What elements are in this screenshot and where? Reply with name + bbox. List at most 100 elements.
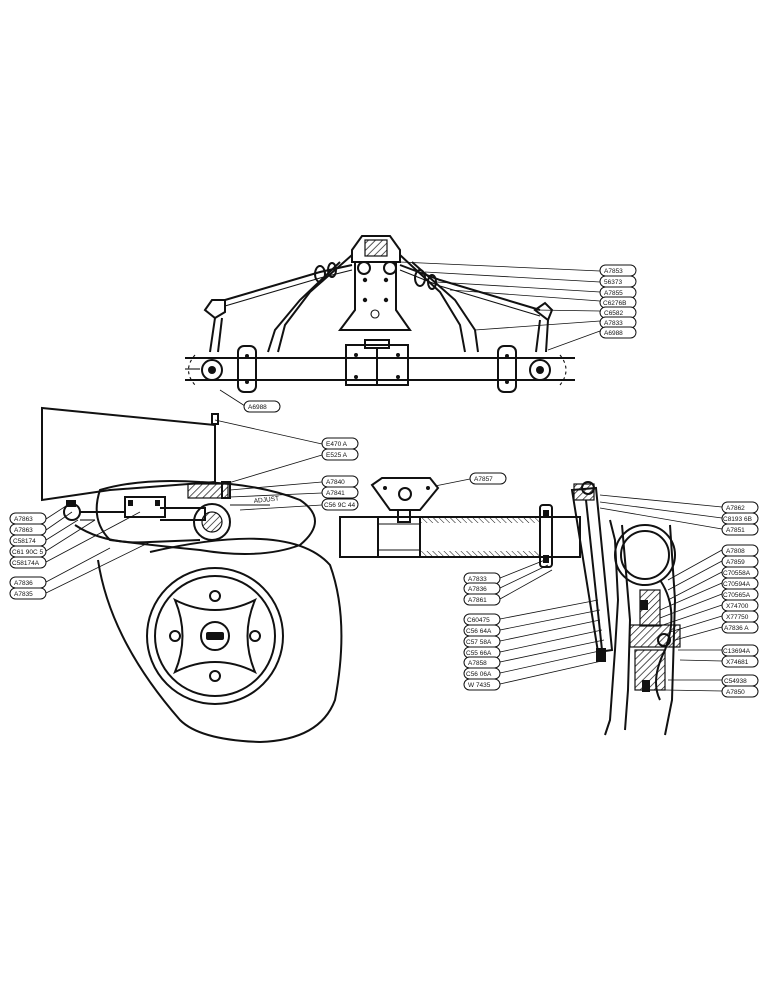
svg-text:A7858: A7858 [468,660,487,667]
callout-c13694a: C13694A [721,644,759,657]
svg-text:56373: 56373 [604,279,622,286]
right-view-leaders [499,494,723,692]
top-axle-assembly [185,235,575,393]
callout-a7858: A7858 [463,656,501,669]
callout-a7863-1: A7863 [9,512,47,525]
callout-a7863-2: A7863 [9,523,47,536]
callout-c6582: C6582 [599,306,637,319]
callout-a7836a: A7836 A [721,621,759,634]
callout-a7833: A7833 [599,316,637,329]
callout-c58174a: C58174A [9,556,47,569]
callout-c569c44: C56 9C 44 [321,498,359,511]
callout-a7840: A7840 [321,475,359,488]
callout-a7855: A7855 [599,286,637,299]
svg-text:W 7435: W 7435 [468,682,491,689]
svg-text:C54938: C54938 [724,678,747,685]
svg-text:A7859: A7859 [726,559,745,566]
svg-text:A7855: A7855 [604,290,623,297]
callout-c70558a: C70558A [721,566,759,579]
svg-text:C70565A: C70565A [723,592,751,599]
callout-56373: 56373 [599,275,637,288]
callout-e470a: E470 A [321,437,359,450]
callout-a7861: A7861 [463,593,501,606]
svg-text:A7863: A7863 [14,527,33,534]
svg-text:C56 64A: C56 64A [466,628,492,635]
callout-a7835: A7835 [9,587,47,600]
svg-text:A7836: A7836 [14,580,33,587]
callout-a7851: A7851 [721,523,759,536]
svg-text:C55 66A: C55 66A [466,650,492,657]
svg-text:A7850: A7850 [726,689,745,696]
svg-text:X77750: X77750 [726,614,749,621]
callout-x77750: X77750 [721,610,759,623]
svg-text:C6582: C6582 [604,310,624,317]
callout-a7857: A7857 [469,472,507,485]
middle-axle-view [339,477,581,568]
svg-text:A7863: A7863 [14,516,33,523]
svg-text:A7862: A7862 [726,505,745,512]
callout-a7808: A7808 [721,544,759,557]
svg-text:A7840: A7840 [326,479,345,486]
left-wheel-view: ADJUST [41,406,343,743]
svg-text:A7857: A7857 [474,476,493,483]
middle-view-callouts: A7857 A7833 A7836 A7861 [463,472,507,606]
callout-a7862: A7862 [721,501,759,514]
svg-text:A7835: A7835 [14,591,33,598]
svg-text:C57 58A: C57 58A [466,639,492,646]
callout-c81936b: C8193 6B [721,512,759,525]
svg-text:C70594A: C70594A [723,581,751,588]
callout-a7836-mid: A7836 [463,582,501,595]
svg-text:A7853: A7853 [604,268,623,275]
svg-text:A6988: A6988 [604,330,623,337]
svg-text:ADJUST: ADJUST [253,495,279,505]
svg-text:A7851: A7851 [726,527,745,534]
callout-a6988-right: A6988 [599,326,637,339]
svg-text:C8193 6B: C8193 6B [723,516,752,523]
right-view-callouts: A7862 C8193 6B A7851 A7808 A7859 C70558A… [463,501,759,698]
callout-c58174: C58174 [9,534,47,547]
callout-c6190c5: C61 90C 5 [9,545,47,558]
callout-c5606a: C56 06A [463,667,501,680]
callout-c54938: C54938 [721,674,759,687]
callout-c70565a: C70565A [721,588,759,601]
callout-c5664a: C56 64A [463,624,501,637]
left-view-leaders [45,419,323,594]
right-kingpin-view [570,481,681,736]
svg-text:C58174: C58174 [13,538,36,545]
top-assembly-callouts: A7853 56373 A7855 C6276B C6582 A7833 A69… [243,264,637,413]
svg-text:A7841: A7841 [326,490,345,497]
callout-a7859: A7859 [721,555,759,568]
callout-w7435: W 7435 [463,678,501,691]
svg-text:C56 9C 44: C56 9C 44 [324,502,355,509]
svg-text:C6276B: C6276B [603,300,627,307]
callout-a7853: A7853 [599,264,637,277]
svg-text:E525 A: E525 A [326,452,348,459]
svg-text:A7836: A7836 [468,586,487,593]
middle-view-leaders [434,478,553,600]
callout-a6988-bottom: A6988 [243,400,281,413]
callout-c5758a: C57 58A [463,635,501,648]
svg-text:C61 90C 5: C61 90C 5 [12,549,43,556]
svg-text:C58174A: C58174A [12,560,40,567]
callout-a7836-left: A7836 [9,576,47,589]
callout-e525a: E525 A [321,448,359,461]
callout-a7833-mid: A7833 [463,572,501,585]
svg-text:A7808: A7808 [726,548,745,555]
callout-c5566a: C55 66A [463,646,501,659]
svg-text:E470 A: E470 A [326,441,348,448]
svg-text:C60475: C60475 [467,617,490,624]
svg-text:A6988: A6988 [248,404,267,411]
callout-c60475: C60475 [463,613,501,626]
callout-c6276b: C6276B [599,296,637,309]
svg-text:A7833: A7833 [604,320,623,327]
svg-text:A7861: A7861 [468,597,487,604]
svg-text:A7836 A: A7836 A [724,625,749,632]
svg-text:X74681: X74681 [726,659,749,666]
svg-text:C70558A: C70558A [723,570,751,577]
callout-x74681: X74681 [721,655,759,668]
svg-text:C56 06A: C56 06A [466,671,492,678]
svg-text:C13694A: C13694A [723,648,751,655]
callout-a7841: A7841 [321,486,359,499]
svg-text:X74700: X74700 [726,603,749,610]
